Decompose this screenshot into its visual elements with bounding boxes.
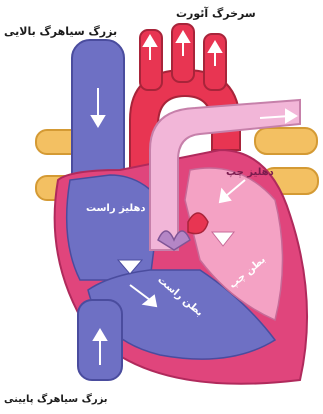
right-atrium bbox=[67, 175, 160, 280]
label-inferior-vena-cava: بزرگ سیاهرگ پایینی bbox=[4, 395, 108, 405]
label-left-atrium: دهلیز چپ bbox=[226, 168, 274, 178]
label-aorta: سرخرگ آئورت bbox=[176, 8, 256, 19]
label-superior-vena-cava: بزرگ سیاهرگ بالایی bbox=[4, 26, 117, 37]
label-right-atrium: دهلیز راست bbox=[86, 204, 146, 214]
